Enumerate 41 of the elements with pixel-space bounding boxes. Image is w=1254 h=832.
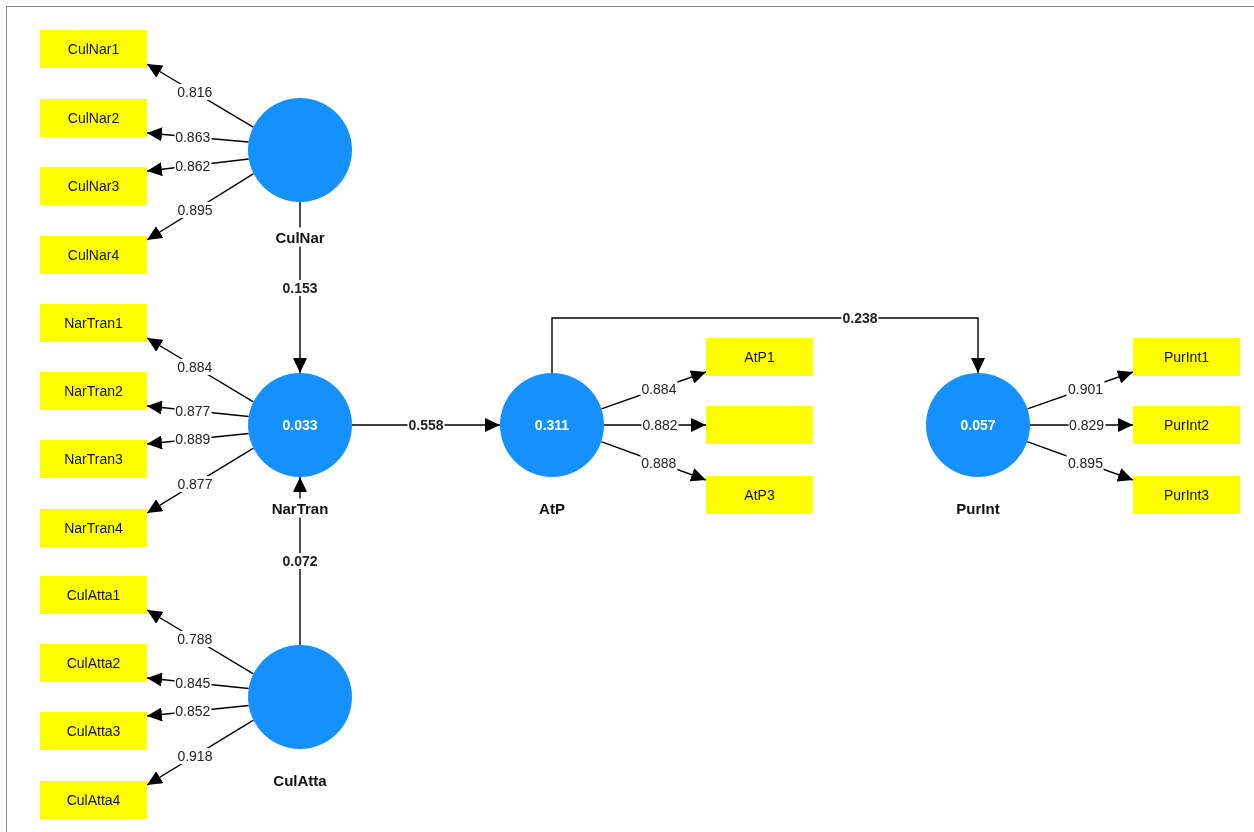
edge-label: 0.884 bbox=[176, 358, 214, 375]
indicator-box bbox=[706, 406, 813, 444]
edge-label: 0.238 bbox=[841, 310, 879, 326]
indicator-box: PurInt3 bbox=[1133, 476, 1240, 514]
indicator-box: NarTran1 bbox=[40, 304, 147, 342]
construct-name: CulNar bbox=[273, 227, 327, 247]
edge-label: 0.884 bbox=[640, 380, 678, 397]
edge-label: 0.901 bbox=[1066, 380, 1104, 397]
r-squared-value: 0.033 bbox=[282, 417, 318, 433]
indicator-box: CulNar3 bbox=[40, 167, 147, 205]
construct-name: NarTran bbox=[269, 498, 331, 518]
edge-label: 0.829 bbox=[1068, 417, 1106, 433]
edge-label: 0.816 bbox=[176, 84, 214, 101]
indicator-box: AtP3 bbox=[706, 476, 813, 514]
indicator-box: CulAtta3 bbox=[40, 712, 147, 750]
edge-label: 0.788 bbox=[176, 630, 214, 647]
indicator-box: NarTran4 bbox=[40, 509, 147, 547]
indicator-box: CulNar1 bbox=[40, 30, 147, 68]
indicator-box: CulNar2 bbox=[40, 99, 147, 137]
indicator-box: NarTran3 bbox=[40, 440, 147, 478]
edge-label: 0.918 bbox=[176, 747, 214, 764]
r-squared-value: 0.311 bbox=[534, 417, 570, 433]
indicator-box: PurInt1 bbox=[1133, 338, 1240, 376]
indicator-box: CulAtta2 bbox=[40, 644, 147, 682]
edge-label: 0.888 bbox=[640, 454, 678, 471]
edge-label: 0.877 bbox=[176, 475, 214, 492]
edge-label: 0.882 bbox=[641, 417, 679, 433]
r-squared-value: 0.057 bbox=[960, 417, 996, 433]
edge-label: 0.558 bbox=[407, 417, 445, 433]
indicator-box: CulAtta4 bbox=[40, 781, 147, 819]
indicator-box: CulNar4 bbox=[40, 236, 147, 274]
edge-label: 0.153 bbox=[281, 279, 319, 296]
edge-label: 0.895 bbox=[1066, 454, 1104, 471]
indicator-box: AtP1 bbox=[706, 338, 813, 376]
indicator-box: NarTran2 bbox=[40, 372, 147, 410]
edge-label: 0.895 bbox=[176, 202, 214, 219]
indicator-box: PurInt2 bbox=[1133, 406, 1240, 444]
edge-label: 0.072 bbox=[281, 553, 319, 569]
arrow bbox=[551, 317, 985, 374]
arrow bbox=[351, 418, 501, 432]
indicator-box: CulAtta1 bbox=[40, 576, 147, 614]
